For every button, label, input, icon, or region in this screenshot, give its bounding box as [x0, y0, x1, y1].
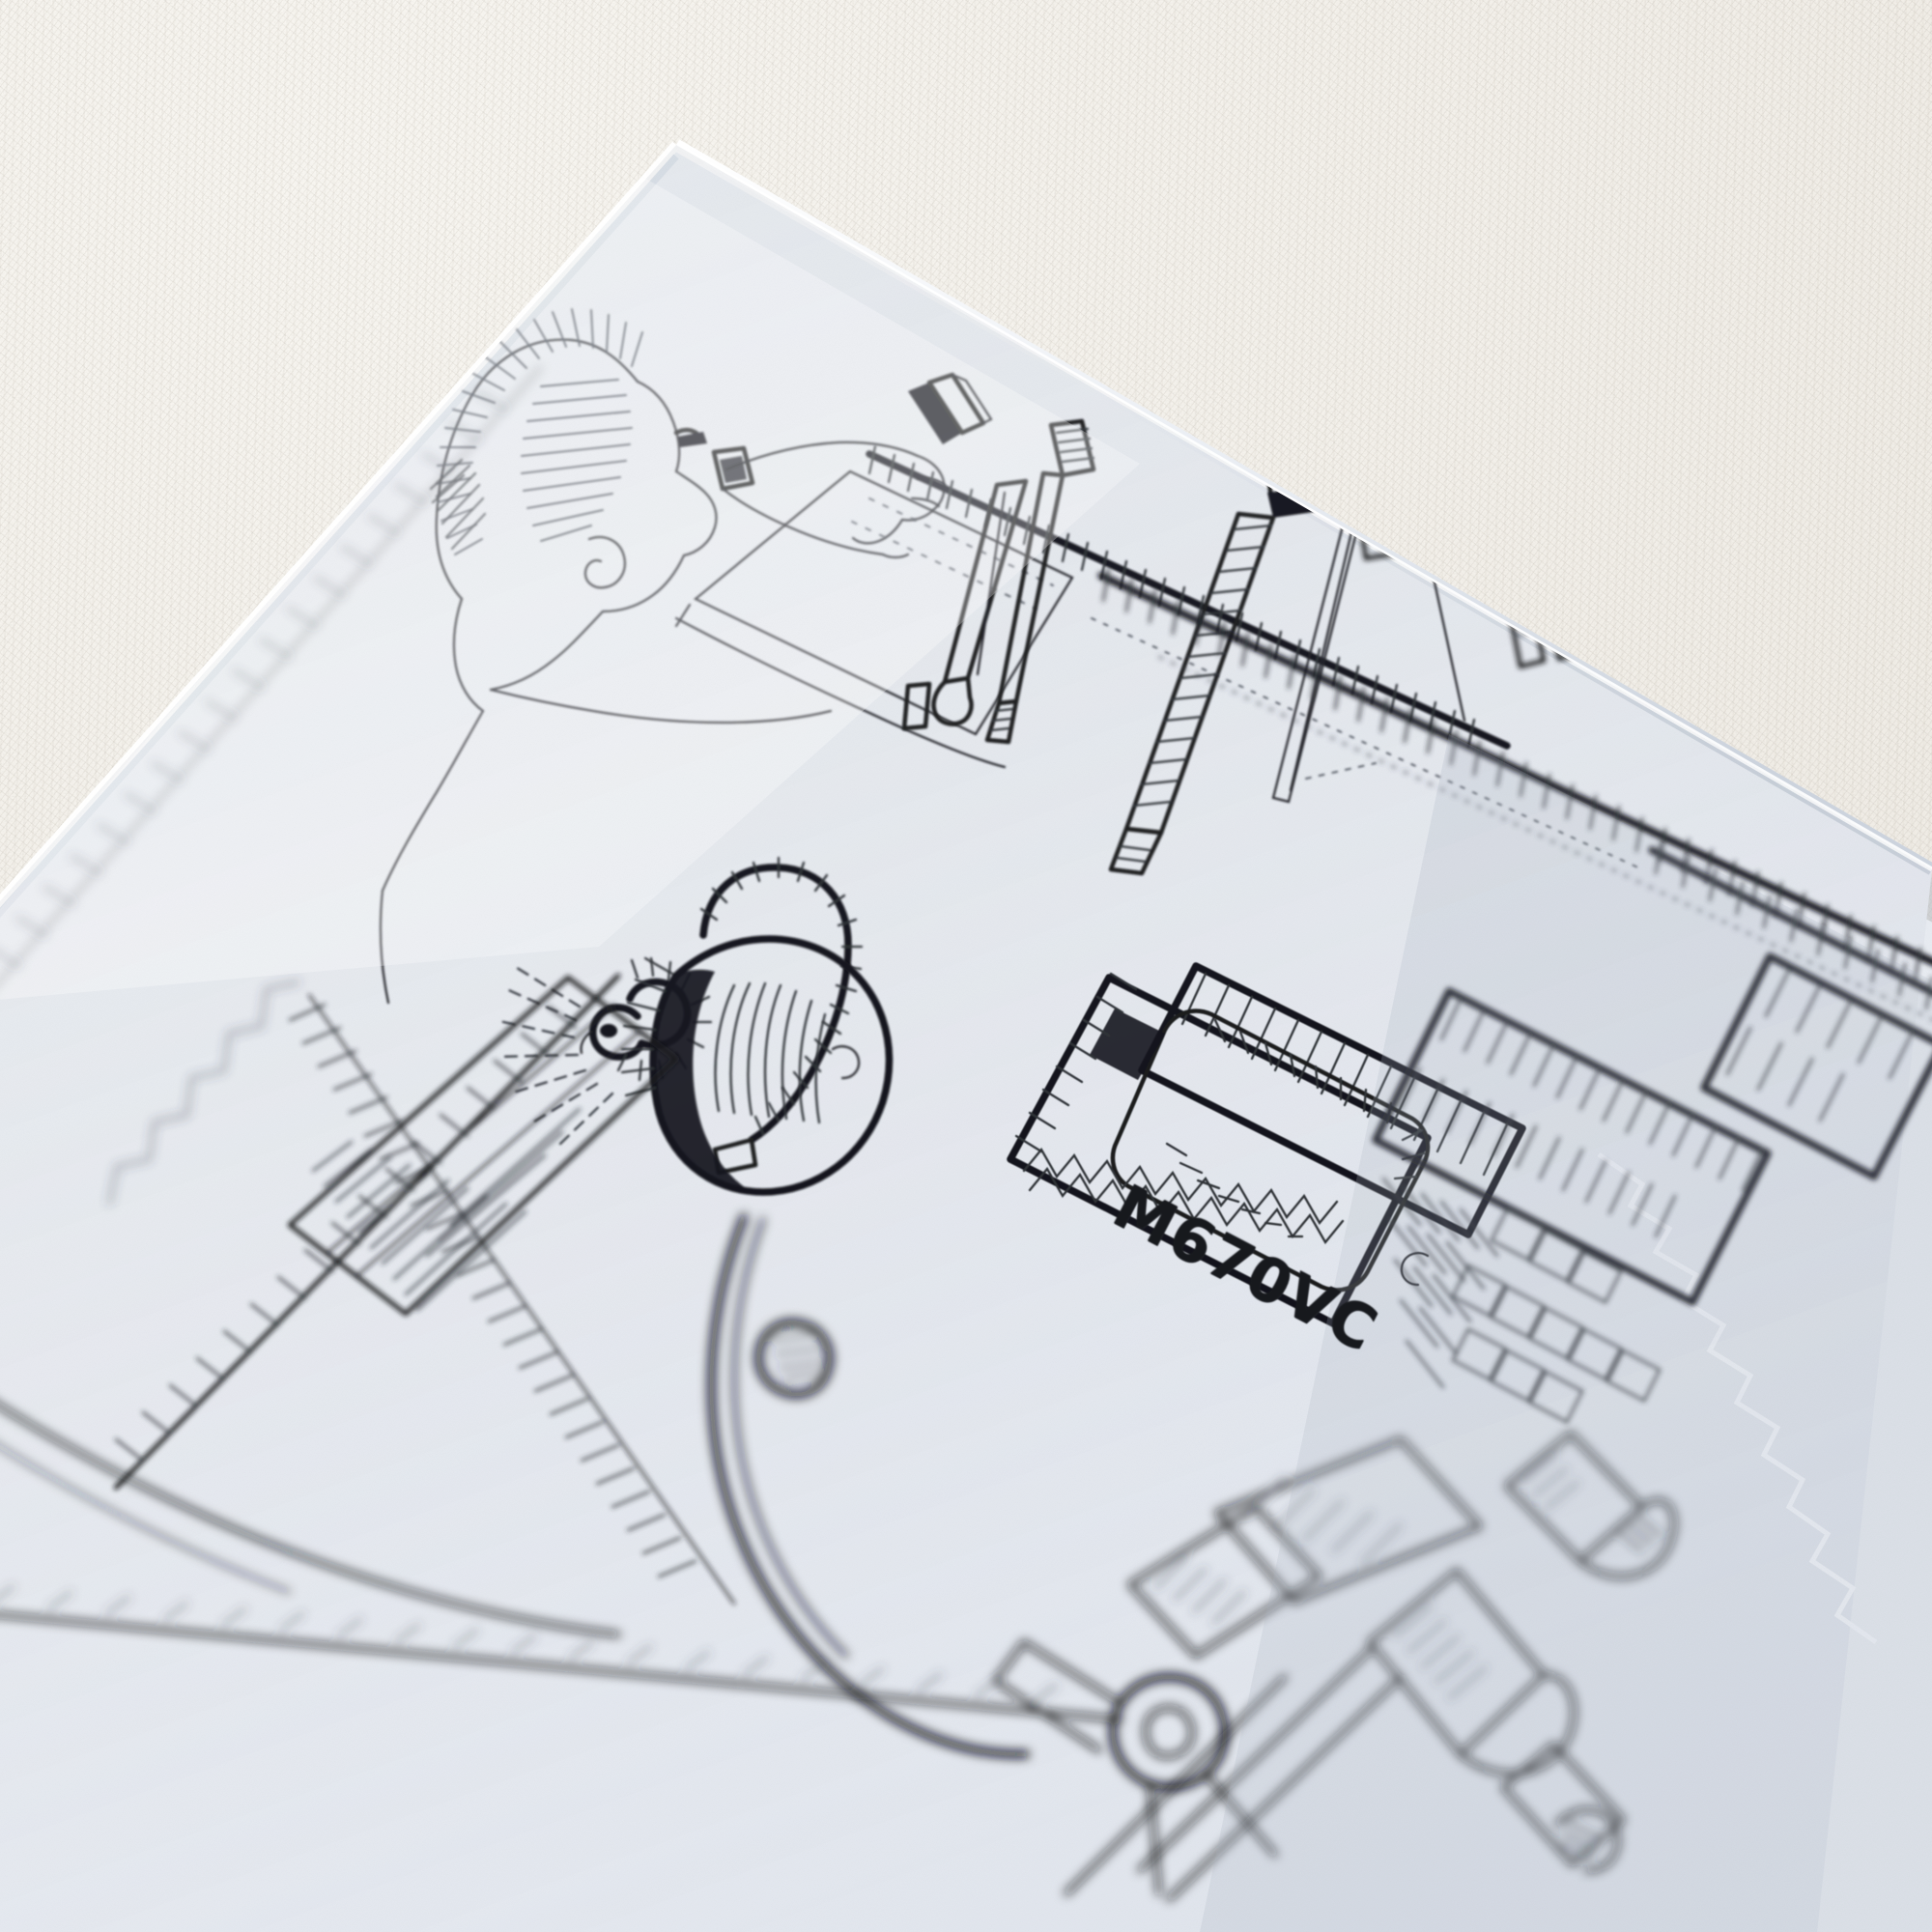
canister	[1625, 440, 1758, 641]
paper-grain	[0, 145, 1932, 1932]
